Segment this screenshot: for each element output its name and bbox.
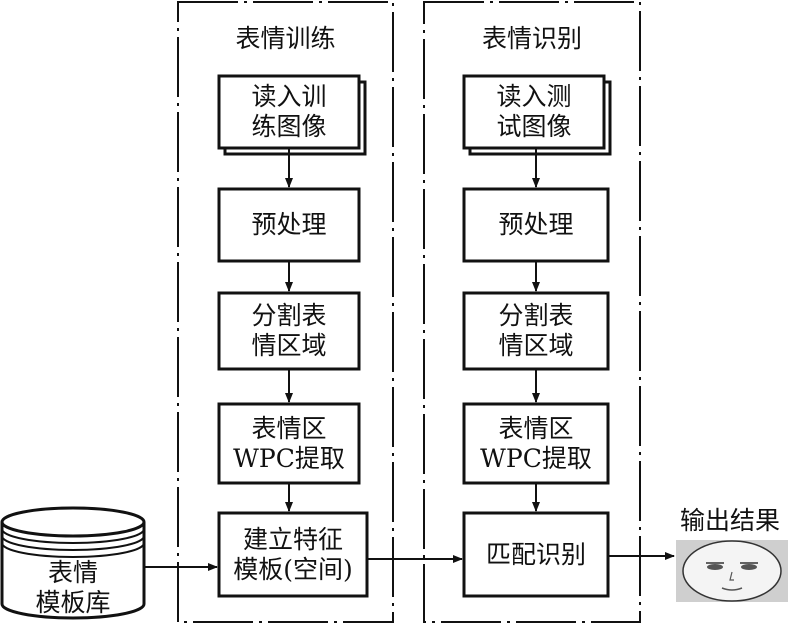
training-segment-line-2: 情区域 xyxy=(251,331,327,360)
face-icon xyxy=(676,540,788,602)
recognition-read-images-box xyxy=(462,74,606,150)
database-line-1: 表情 xyxy=(47,558,98,587)
training-wpc-line-1: 表情区 xyxy=(251,413,327,443)
recognition-match-label: 匹配识别 xyxy=(464,513,608,596)
recognition-match-box xyxy=(462,511,610,598)
training-template-label: 建立特征 模板(空间) xyxy=(219,513,367,596)
recognition-segment-line-1: 分割表 xyxy=(498,301,574,330)
recognition-segment-line-2: 情区域 xyxy=(498,331,574,360)
training-segment-label: 分割表 情区域 xyxy=(219,293,359,369)
recognition-read-images-line-1: 读入测 xyxy=(496,82,572,111)
training-preprocess-label: 预处理 xyxy=(219,189,359,261)
training-read-images-line-2: 练图像 xyxy=(251,112,327,141)
recognition-match-line-1: 匹配识别 xyxy=(485,539,586,569)
training-read-images-label: 读入训 练图像 xyxy=(219,76,359,148)
database-line-2: 模板库 xyxy=(35,588,111,617)
recognition-read-images-label: 读入测 试图像 xyxy=(464,76,604,148)
recognition-read-images-line-2: 试图像 xyxy=(496,112,572,141)
recognition-panel xyxy=(423,1,641,623)
training-segment-box xyxy=(217,291,361,371)
training-wpc-label: 表情区 WPC提取 xyxy=(219,404,359,483)
training-title: 表情训练 xyxy=(235,24,336,53)
training-wpc-line-2: WPC提取 xyxy=(233,443,345,473)
training-read-images-line-1: 读入训 xyxy=(251,82,327,111)
recognition-wpc-line-1: 表情区 xyxy=(498,413,574,443)
recognition-preprocess-line-1: 预处理 xyxy=(498,210,574,239)
training-template-box xyxy=(217,511,369,598)
training-preprocess-box xyxy=(217,187,361,263)
recognition-title: 表情识别 xyxy=(481,24,582,53)
training-segment-line-1: 分割表 xyxy=(251,301,327,330)
training-template-line-1: 建立特征 xyxy=(242,524,343,554)
recognition-wpc-label: 表情区 WPC提取 xyxy=(464,404,608,483)
recognition-wpc-box xyxy=(462,402,610,485)
database-icon xyxy=(0,506,146,620)
database-label: 表情 模板库 xyxy=(2,558,144,618)
recognition-segment-label: 分割表 情区域 xyxy=(464,293,608,369)
recognition-preprocess-label: 预处理 xyxy=(464,189,608,261)
training-template-line-2: 模板(空间) xyxy=(233,554,353,584)
recognition-wpc-line-2: WPC提取 xyxy=(480,443,592,473)
output-label: 输出结果 xyxy=(680,506,781,535)
training-preprocess-line-1: 预处理 xyxy=(251,210,327,239)
recognition-preprocess-box xyxy=(462,187,610,263)
training-panel xyxy=(177,1,394,623)
